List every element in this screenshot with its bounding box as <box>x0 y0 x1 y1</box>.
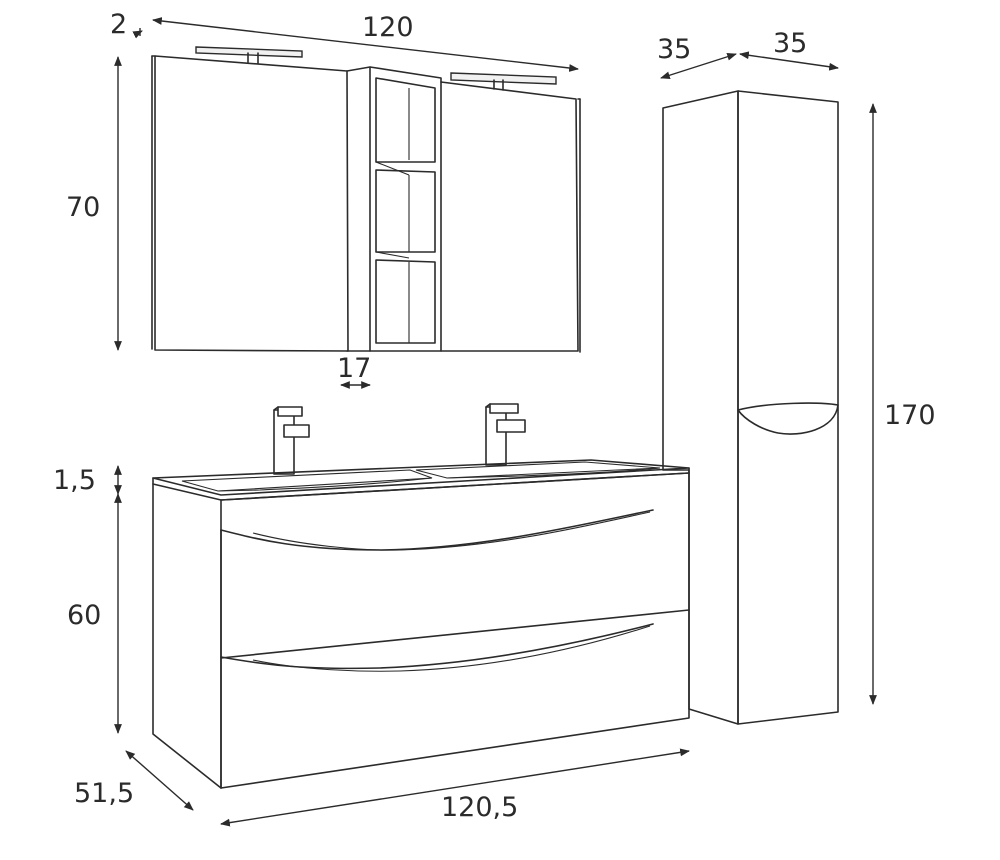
dim-column-width: 35 <box>657 34 691 65</box>
mirror-cabinet <box>151 46 581 353</box>
lamp-right <box>450 72 557 91</box>
dim-column-height: 170 <box>884 400 936 431</box>
column-front <box>737 90 839 725</box>
vanity-front <box>220 472 690 789</box>
open-shelf-column <box>346 66 442 352</box>
dim-vanity-depth: 51,5 <box>74 778 134 809</box>
dim-top-thickness: 1,5 <box>53 465 96 496</box>
dim-mirror-width: 120 <box>362 12 414 43</box>
dim-mirror-depth: 2 <box>110 9 127 40</box>
faucet-right <box>485 403 526 466</box>
faucet-left <box>273 406 310 475</box>
vanity-side <box>152 483 222 789</box>
dimension-lines <box>114 17 877 827</box>
dim-vanity-width: 120,5 <box>441 792 518 823</box>
dim-shelf-width: 17 <box>337 353 371 384</box>
dim-mirror-height: 70 <box>66 192 100 223</box>
mirror-left-panel <box>154 55 349 352</box>
mirror-right-panel <box>440 81 579 352</box>
dim-vanity-height: 60 <box>67 600 101 631</box>
dimension-labels: 2 120 70 17 35 35 170 1,5 60 51,5 120,5 <box>53 9 936 823</box>
drawer-bottom <box>220 623 654 670</box>
dim-column-depth: 35 <box>773 28 807 59</box>
vanity-unit <box>152 403 690 789</box>
column-side <box>662 90 739 725</box>
drawer-top <box>220 509 654 551</box>
column-handle <box>737 402 839 435</box>
